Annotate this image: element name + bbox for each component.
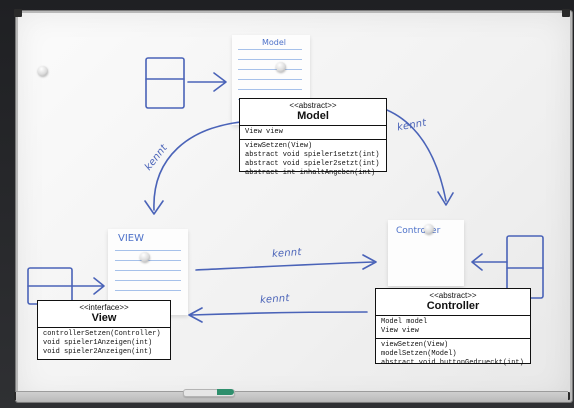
controller-methods-section: viewSetzen(View) modelSetzen(Model) abst… — [376, 339, 530, 370]
model-uml-box: <<abstract>> Model View view viewSetzen(… — [239, 98, 387, 177]
view-uml-header: <<interface>> View — [38, 301, 170, 328]
model-paper-magnet — [276, 62, 286, 72]
top-right-corner-bracket — [562, 9, 570, 17]
controller-uml-box: <<abstract>> Controller Model model View… — [375, 288, 531, 367]
left-board-magnet — [38, 66, 48, 76]
model-paper-line-1 — [238, 49, 302, 50]
model-paper-line-4 — [238, 79, 302, 80]
view-method-2: void spieler1Anzeigen(int) — [43, 339, 153, 347]
view-method-3: void spieler2Anzeigen(int) — [43, 348, 153, 356]
model-stereotype: <<abstract>> — [289, 101, 337, 110]
model-title: Model — [297, 110, 329, 122]
model-attribute-1: View view — [245, 128, 283, 136]
model-paper-label: Model — [262, 38, 287, 47]
controller-attribute-1: Model model — [381, 318, 428, 326]
model-method-4: abstract int inhaltAngeben(int) — [245, 169, 376, 177]
controller-method-3: abstract void buttonGedrueckt(int) — [381, 359, 524, 367]
view-method-1: controllerSetzen(Controller) — [43, 330, 161, 338]
controller-view-relation-label: kennt — [259, 292, 290, 307]
view-paper-line-1 — [115, 250, 181, 251]
view-paper-magnet — [140, 252, 150, 262]
view-controller-relation-label: kennt — [271, 246, 302, 261]
view-paper-label: VIEW — [118, 233, 144, 244]
view-title: View — [91, 312, 117, 324]
marker-tray — [16, 391, 568, 401]
model-paper-line-3 — [238, 69, 302, 70]
controller-paper-magnet — [424, 224, 434, 234]
controller-attribute-2: View view — [381, 327, 419, 335]
model-paper-line-5 — [238, 89, 302, 90]
view-stereotype: <<interface>> — [79, 303, 129, 312]
top-left-corner-bracket — [14, 9, 22, 17]
controller-method-2: modelSetzen(Model) — [381, 350, 457, 358]
controller-attributes-section: Model model View view — [376, 316, 530, 339]
controller-uml-header: <<abstract>> Controller — [376, 289, 530, 316]
view-paper-line-4 — [115, 280, 181, 281]
view-paper-line-5 — [115, 290, 181, 291]
model-paper-line-2 — [238, 59, 302, 60]
model-methods-section: viewSetzen(View) abstract void spieler1s… — [240, 140, 386, 180]
model-attributes-section: View view — [240, 126, 386, 140]
marker-cap — [217, 389, 234, 395]
model-method-3: abstract void spieler2setzt(int) — [245, 160, 380, 168]
model-uml-header: <<abstract>> Model — [240, 99, 386, 126]
green-marker — [183, 389, 235, 397]
controller-paper-label: Controller — [396, 226, 441, 236]
controller-stereotype: <<abstract>> — [429, 291, 477, 300]
controller-title: Controller — [426, 300, 480, 312]
view-methods-section: controllerSetzen(Controller) void spiele… — [38, 328, 170, 359]
model-method-1: viewSetzen(View) — [245, 142, 313, 150]
controller-method-1: viewSetzen(View) — [381, 341, 449, 349]
view-uml-box: <<interface>> View controllerSetzen(Cont… — [37, 300, 171, 360]
view-paper-line-3 — [115, 270, 181, 271]
model-method-2: abstract void spieler1setzt(int) — [245, 151, 380, 159]
